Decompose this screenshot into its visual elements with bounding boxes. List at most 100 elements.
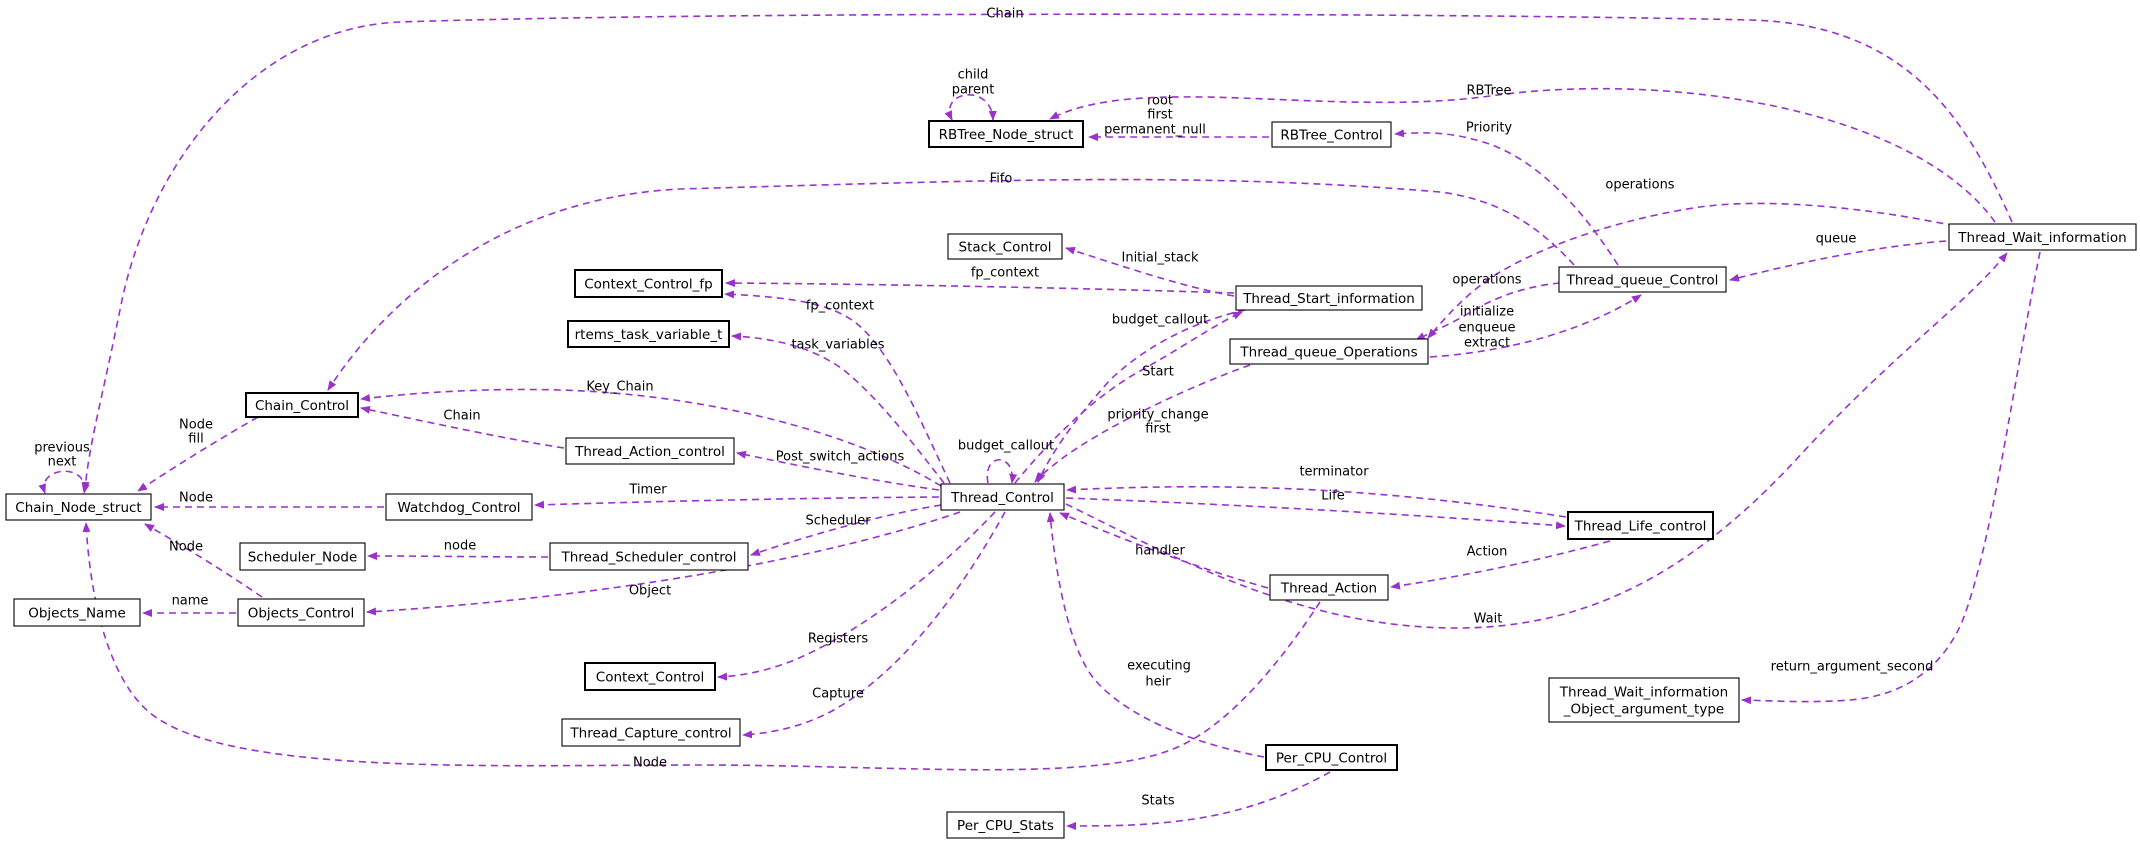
node-box-rbtree_control[interactable] (1271, 121, 1392, 148)
node-box-thread_queue_operations[interactable] (1229, 338, 1429, 365)
edge-tc-to-watchdog-timer (534, 496, 940, 509)
node-box-thread_action_control[interactable] (565, 437, 735, 465)
node-box-thread_wait_information_object_argument_type[interactable] (1548, 677, 1740, 723)
edge-tqc-to-rbtree-control (1394, 129, 1619, 266)
edge-label-tqo-to-tqc-init-enqueue-extract: enqueue (1459, 321, 1516, 336)
edge-label-tc-to-chain-control-key-chain: Key_Chain (586, 380, 653, 395)
edge-objects-control-to-chain-node-node (144, 523, 263, 598)
node-box-thread_queue_control[interactable] (1558, 266, 1727, 293)
node-box-chain_control[interactable] (245, 392, 359, 418)
node-rtems_task_variable_t[interactable]: rtems_task_variable_t (567, 320, 730, 348)
node-box-per_cpu_stats[interactable] (946, 811, 1065, 839)
node-thread_life_control[interactable]: Thread_Life_control (1567, 511, 1714, 540)
edge-label-tqo-to-tqc-init-enqueue-extract: extract (1464, 336, 1510, 351)
node-thread_control[interactable]: Thread_Control (940, 483, 1065, 511)
edge-label-tc-to-tsc-scheduler: Scheduler (805, 514, 871, 529)
node-rbtree_node_struct[interactable]: RBTree_Node_struct (928, 120, 1084, 148)
node-label-rbtree_node_struct: RBTree_Node_struct (939, 127, 1074, 143)
node-context_control_fp[interactable]: Context_Control_fp (574, 269, 723, 298)
edge-tc-to-tsi-start (1014, 311, 1243, 484)
node-per_cpu_stats[interactable]: Per_CPU_Stats (946, 811, 1065, 839)
node-thread_wait_information[interactable]: Thread_Wait_information (1948, 223, 2137, 251)
node-box-thread_start_information[interactable] (1235, 285, 1423, 311)
edge-label-chain-control-to-chain-node-node-fill: fill (188, 432, 203, 447)
node-per_cpu_control[interactable]: Per_CPU_Control (1265, 744, 1398, 771)
edge-tc-to-twi-wait (1065, 252, 2008, 629)
edge-label-tlc-to-thread-action-action: Action (1467, 545, 1508, 560)
edge-label-twi-to-rbtree-node: RBTree (1466, 84, 1511, 99)
node-box-rtems_task_variable_t[interactable] (567, 320, 730, 348)
node-box-context_control[interactable] (584, 662, 716, 691)
edge-pcc-to-tc-executing-heir (1046, 512, 1265, 758)
edge-label-rbtree-control-to-rbtree-node: permanent_null (1104, 123, 1206, 138)
node-thread_scheduler_control[interactable]: Thread_Scheduler_control (549, 542, 749, 571)
node-label-watchdog_control: Watchdog_Control (398, 500, 521, 516)
edge-twi-to-oat-return-argument-second (1741, 251, 2041, 705)
node-box-objects_control[interactable] (237, 598, 365, 627)
edge-tc-to-ccfp-fp-context (724, 290, 951, 484)
edge-tc-to-tac-post-switch-actions (736, 450, 940, 491)
edge-tsi-to-ccfp-fp-context (725, 279, 1235, 294)
node-thread_wait_information_object_argument_type[interactable]: Thread_Wait_information_Object_argument_… (1548, 677, 1740, 723)
node-box-thread_scheduler_control[interactable] (549, 542, 749, 571)
edge-label-tc-to-tsi-start: Start (1142, 365, 1174, 380)
edge-label-rbtree-node-self-loop: parent (952, 83, 995, 98)
node-box-objects_name[interactable] (13, 598, 141, 627)
node-context_control[interactable]: Context_Control (584, 662, 716, 691)
node-thread_queue_control[interactable]: Thread_queue_Control (1558, 266, 1727, 293)
node-box-thread_action[interactable] (1269, 574, 1389, 601)
node-watchdog_control[interactable]: Watchdog_Control (385, 493, 533, 521)
node-objects_name[interactable]: Objects_Name (13, 598, 141, 627)
node-thread_capture_control[interactable]: Thread_Capture_control (561, 718, 741, 747)
node-chain_control[interactable]: Chain_Control (245, 392, 359, 418)
node-label-context_control_fp: Context_Control_fp (584, 276, 713, 292)
edge-label-tsi-to-ccfp-fp-context: fp_context (971, 266, 1039, 281)
node-box-thread_control[interactable] (940, 483, 1065, 511)
edge-label-pcc-to-pcs-stats: Stats (1141, 794, 1174, 809)
node-label-thread_action: Thread_Action (1280, 580, 1377, 596)
node-box-thread_capture_control[interactable] (561, 718, 741, 747)
node-box-scheduler_node[interactable] (239, 542, 366, 571)
node-objects_control[interactable]: Objects_Control (237, 598, 365, 627)
node-box-per_cpu_control[interactable] (1265, 744, 1398, 771)
edge-label-objects-control-to-chain-node-node: Node (169, 540, 203, 555)
edge-label-twi-to-chain-node: Chain (986, 7, 1023, 22)
node-thread_start_information[interactable]: Thread_Start_information (1235, 285, 1423, 311)
node-thread_action_control[interactable]: Thread_Action_control (565, 437, 735, 465)
node-label-per_cpu_control: Per_CPU_Control (1276, 750, 1387, 766)
edge-label-tac-to-chain-control-chain: Chain (443, 409, 480, 424)
node-rbtree_control[interactable]: RBTree_Control (1271, 121, 1392, 148)
node-box-stack_control[interactable] (947, 233, 1063, 260)
edge-twi-to-tqo-operations (1427, 202, 1956, 339)
edge-tc-to-rtv-task-variables (731, 332, 945, 484)
edge-label-tc-to-tlc-life: Life (1321, 489, 1344, 504)
node-box-rbtree_node_struct[interactable] (928, 120, 1084, 148)
edge-label-chain-node-self-loop: previous (34, 441, 90, 456)
node-box-context_control_fp[interactable] (574, 269, 723, 298)
node-label-thread_wait_information_object_argument_type: _Object_argument_type (1563, 701, 1724, 717)
edge-tc-to-tlc-life (1065, 497, 1566, 530)
edge-tqo-to-tc-priority-change-first (1034, 364, 1251, 483)
edge-pcc-to-pcs-stats (1066, 771, 1331, 830)
node-box-chain_node_struct[interactable] (5, 493, 152, 521)
edge-label-tqo-to-tqc-init-enqueue-extract: initialize (1460, 305, 1514, 320)
node-box-thread_wait_information[interactable] (1948, 223, 2137, 251)
edge-tc-to-objects-control-object (366, 511, 961, 616)
node-chain_node_struct[interactable]: Chain_Node_struct (5, 493, 152, 521)
node-scheduler_node[interactable]: Scheduler_Node (239, 542, 366, 571)
node-box-watchdog_control[interactable] (385, 493, 533, 521)
edge-label-twi-to-tqo-operations: operations (1605, 178, 1674, 193)
edge-rbtree-node-self-loop (944, 94, 997, 121)
edge-label-thread-action-to-chain-node-node: Node (633, 756, 667, 771)
edge-tc-to-context-control-registers (717, 511, 996, 681)
node-thread_queue_operations[interactable]: Thread_queue_Operations (1229, 338, 1429, 365)
node-label-thread_wait_information: Thread_Wait_information (1957, 230, 2126, 246)
node-thread_action[interactable]: Thread_Action (1269, 574, 1389, 601)
node-label-objects_name: Objects_Name (28, 605, 126, 621)
node-stack_control[interactable]: Stack_Control (947, 233, 1063, 260)
node-label-rtems_task_variable_t: rtems_task_variable_t (575, 327, 723, 343)
node-box-thread_life_control[interactable] (1567, 511, 1714, 540)
edge-label-rbtree-node-self-loop: child (958, 68, 989, 83)
edge-label-thread-action-to-tc-handler: handler (1135, 544, 1185, 559)
edge-tc-to-tcc-capture (742, 511, 1006, 739)
